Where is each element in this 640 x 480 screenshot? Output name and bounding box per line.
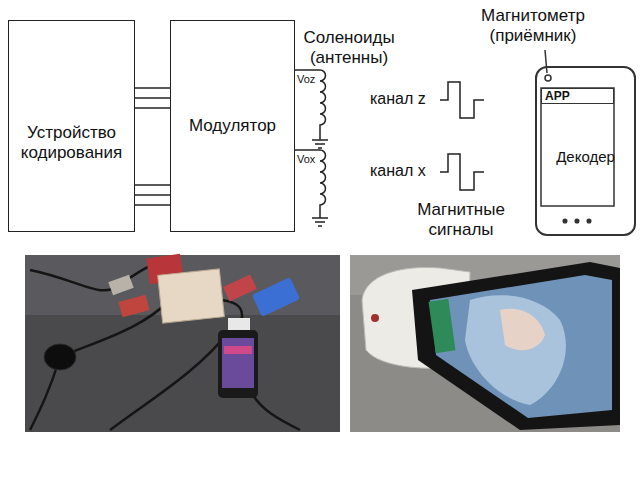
antenna-label: Соленоиды (антенны) <box>296 28 402 67</box>
breadboard <box>158 269 225 323</box>
solenoid-z <box>295 70 328 148</box>
square-waves <box>440 82 484 190</box>
wire <box>295 149 320 151</box>
wire <box>295 69 320 71</box>
node-text: Модулятор <box>189 116 276 136</box>
signal-name: Vox <box>297 153 320 166</box>
photo-ground <box>25 255 340 432</box>
screen-picture <box>465 295 566 405</box>
bus-line <box>135 87 170 89</box>
phone-outline: Декодер APP <box>535 66 636 236</box>
phone-photo <box>412 262 620 430</box>
bus-line <box>135 194 170 196</box>
solenoid-x <box>295 150 328 226</box>
signal-wave <box>440 82 484 118</box>
button-dot <box>587 219 591 223</box>
leader-line <box>545 50 547 73</box>
phone-photo <box>218 330 258 398</box>
photo-ground <box>350 255 620 432</box>
connector <box>108 275 133 296</box>
car-light <box>371 314 379 322</box>
screen-bar <box>428 299 455 353</box>
signal-wave <box>440 154 484 190</box>
node-text: Устройство кодирования <box>17 123 126 164</box>
receiver-label: Магнитометр (приёмник) <box>466 6 600 45</box>
channel-label: канал z <box>370 90 438 108</box>
ground-symbol <box>312 218 328 226</box>
app-bar: APP <box>541 88 614 104</box>
bus-line <box>135 97 170 99</box>
node-text: APP <box>545 90 570 103</box>
photo-car <box>350 255 620 432</box>
sensor-dot <box>545 75 551 81</box>
bus-line <box>135 184 170 186</box>
process-box: Модулятор <box>170 20 295 232</box>
channel-label: канал x <box>370 162 438 180</box>
coil-puck <box>44 344 76 370</box>
phone-details <box>541 50 614 223</box>
button-dot <box>575 219 579 223</box>
signal-name: Voz <box>297 73 320 86</box>
button-dot <box>563 219 567 223</box>
ground-symbol <box>312 140 328 148</box>
circuit-board <box>223 274 257 301</box>
node-text: Декодер <box>537 148 634 165</box>
photo-setup <box>25 254 340 432</box>
phone-photo-screen <box>224 346 252 354</box>
process-box: Устройство кодирования <box>8 20 135 232</box>
signal-label: Магнитные сигналы <box>402 200 520 239</box>
bus-line <box>135 107 170 109</box>
cable <box>30 262 300 430</box>
bus-line <box>135 204 170 206</box>
phone-photo-screen <box>430 275 612 418</box>
screen-picture <box>500 309 545 350</box>
battery-pack <box>252 277 300 317</box>
phone-photo-screen <box>222 338 254 388</box>
coil-symbol <box>320 70 326 140</box>
circuit-board <box>118 295 149 318</box>
coil-symbol <box>320 150 326 218</box>
phone-screen <box>541 88 614 206</box>
